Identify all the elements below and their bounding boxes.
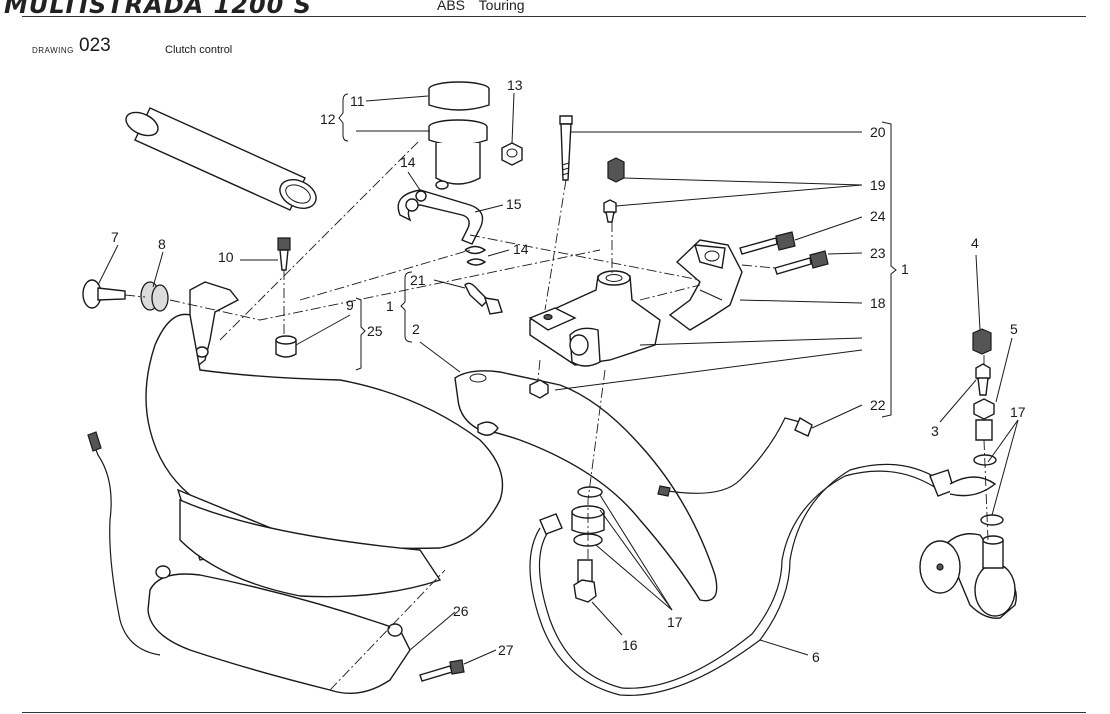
bar-end-weight: [140, 281, 169, 312]
callout-24: 24: [870, 208, 886, 224]
bleed-valve-cap: [607, 157, 625, 183]
slave-cylinder: [919, 533, 1017, 619]
callout-1b: 1: [901, 261, 909, 277]
turn-signal-wire: [87, 431, 161, 656]
callout-22: 22: [870, 397, 886, 413]
drawing-label: DRAWING: [32, 46, 74, 55]
slave-washers: [973, 454, 1004, 526]
switch-wire: [657, 416, 813, 497]
callout-21: 21: [410, 272, 426, 288]
lever-nut: [529, 379, 549, 399]
callout-27: 27: [498, 642, 514, 658]
reservoir-body: [428, 119, 488, 190]
callout-3: 3: [931, 423, 939, 439]
callout-4: 4: [971, 235, 979, 251]
callout-12: 12: [320, 111, 336, 127]
callout-labels: 11 12 13 14 15 14 20 19 24 23 1 18 22 21…: [111, 77, 1026, 665]
callout-18: 18: [870, 295, 886, 311]
screw-27: [419, 659, 465, 682]
abs-label: ABS: [437, 0, 466, 13]
callout-15: 15: [506, 196, 522, 212]
callout-6: 6: [812, 649, 820, 665]
banjo-washers: [571, 486, 605, 547]
handlebar-tube: [125, 107, 317, 211]
handguard: [145, 313, 504, 598]
callout-26: 26: [453, 603, 469, 619]
callout-leaders: [97, 92, 1019, 665]
callout-14a: 14: [400, 154, 416, 170]
bleed-valve: [603, 199, 617, 223]
drawing-number: 023: [79, 35, 111, 56]
hydraulic-hose: [529, 463, 997, 696]
callout-13: 13: [507, 77, 523, 93]
callout-16: 16: [622, 637, 638, 653]
pivot-bolt: [559, 115, 573, 181]
banjo-bolt: [573, 559, 597, 603]
callout-23: 23: [870, 245, 886, 261]
slave-bleed-valve: [975, 363, 991, 396]
callout-25: 25: [367, 323, 383, 339]
callout-2: 2: [412, 321, 420, 337]
screw-23: [774, 250, 829, 275]
reservoir-cap: [428, 81, 490, 111]
screw-24: [739, 231, 796, 255]
model-subtitle: ABS Touring: [437, 0, 535, 13]
callout-8: 8: [158, 236, 166, 252]
callout-10: 10: [218, 249, 234, 265]
model-title: MULTISTRADA 1200 S: [4, 0, 312, 19]
clutch-lever: [454, 370, 718, 602]
callout-5: 5: [1010, 321, 1018, 337]
drawing-title: Clutch control: [165, 44, 233, 56]
callout-17a: 17: [667, 614, 683, 630]
variant-label: Touring: [478, 0, 525, 13]
callout-14b: 14: [513, 241, 529, 257]
callout-9: 9: [346, 297, 354, 313]
slave-bleed-cap: [972, 328, 992, 355]
footer-rule: [22, 712, 1086, 713]
callout-7: 7: [111, 229, 119, 245]
callout-1a: 1: [386, 298, 394, 314]
callout-11: 11: [350, 93, 365, 109]
reservoir-hose: [397, 189, 487, 266]
master-cylinder: [528, 270, 661, 367]
banjo-fitting: [464, 282, 503, 315]
slave-nut: [973, 398, 995, 441]
screw-10: [277, 237, 291, 271]
header-rule: [22, 16, 1086, 17]
spacer-9: [275, 335, 297, 358]
callout-19: 19: [870, 177, 886, 193]
callout-20: 20: [870, 124, 886, 140]
reservoir-nut: [501, 142, 523, 166]
assembly-phantom-lines: [124, 139, 989, 691]
handguard-cover: [147, 565, 411, 695]
callout-17b: 17: [1010, 404, 1026, 420]
handlebar-clamp: [668, 239, 743, 331]
bar-end-screw: [82, 279, 126, 309]
